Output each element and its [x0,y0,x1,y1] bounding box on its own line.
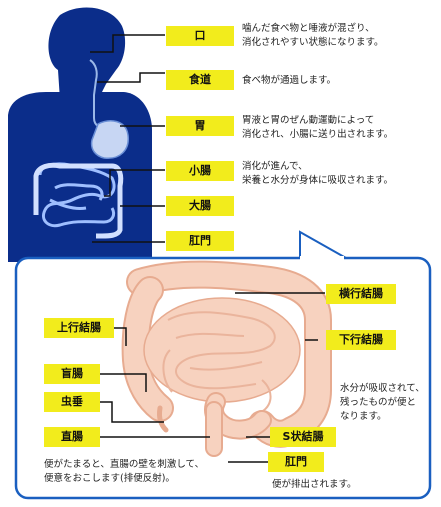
desc-stomach-line-1: 胃液と胃のぜん動運動によって [242,115,375,126]
label-sigmoid-colon: S状結腸 [270,427,336,447]
label-cecum: 盲腸 [44,364,100,384]
body-silhouette [8,7,152,262]
desc-esophagus: 食べ物が通過します。 [242,74,336,88]
desc-stomach-line-2: 消化され、小腸に送り出されます。 [242,129,394,140]
label-transverse-colon: 横行結腸 [326,284,396,304]
label-mouth: 口 [166,26,234,46]
label-ascending-colon: 上行結腸 [44,318,114,338]
label-anus-top: 肛門 [166,231,234,251]
desc-rectum-line-2: 便意をおこします(排便反射)。 [44,473,175,484]
label-descending-colon: 下行結腸 [326,330,396,350]
desc-mouth-line-2: 消化されやすい状態になります。 [242,37,384,48]
desc-small-intestine-line-1: 消化が進んで、 [242,161,308,172]
desc-anus-panel: 便が排出されます。 [272,478,357,492]
desc-rectum-line-1: 便がたまると、直腸の壁を刺激して、 [44,459,205,470]
desc-esophagus-line-1: 食べ物が通過します。 [242,75,337,86]
desc-small-intestine: 消化が進んで、 栄養と水分が身体に吸収されます。 [242,160,393,188]
desc-small-intestine-line-2: 栄養と水分が身体に吸収されます。 [242,175,394,186]
label-esophagus: 食道 [166,70,234,90]
desc-stomach: 胃液と胃のぜん動運動によって 消化され、小腸に送り出されます。 [242,114,393,142]
desc-descending-colon: 水分が吸収されて、 残ったものが便と なります。 [340,382,425,424]
stomach-shape [90,120,129,159]
desc-descending-colon-line-1: 水分が吸収されて、 [340,383,425,394]
label-large-intestine: 大腸 [166,196,234,216]
desc-descending-colon-line-3: なります。 [340,411,387,422]
desc-anus-panel-line-1: 便が排出されます。 [272,479,357,490]
desc-descending-colon-line-2: 残ったものが便と [340,397,417,408]
label-appendix: 虫垂 [44,392,100,412]
label-anus-panel: 肛門 [268,452,324,472]
label-rectum: 直腸 [44,427,100,447]
large-intestine-frame [33,162,124,239]
desc-rectum: 便がたまると、直腸の壁を刺激して、 便意をおこします(排便反射)。 [44,458,204,486]
desc-mouth-line-1: 噛んだ食べ物と唾液が混ざり、 [242,23,375,34]
desc-mouth: 噛んだ食べ物と唾液が混ざり、 消化されやすい状態になります。 [242,22,384,50]
top-connectors [90,34,165,243]
label-stomach: 胃 [166,116,234,136]
label-small-intestine: 小腸 [166,161,234,181]
